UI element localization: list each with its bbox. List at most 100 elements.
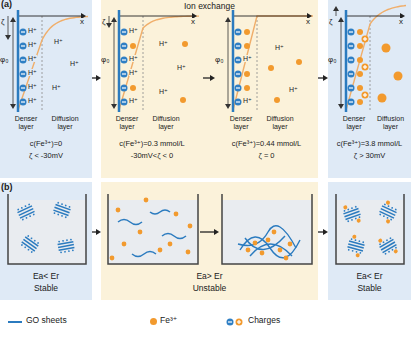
plus-sign bbox=[364, 65, 365, 69]
beaker-panel: Ea< ErStable bbox=[0, 182, 92, 300]
charge-dot bbox=[351, 238, 353, 240]
x-axis bbox=[346, 16, 401, 17]
go-sheet bbox=[162, 234, 186, 239]
minus-sign bbox=[21, 73, 25, 74]
axis-label: ζ bbox=[329, 18, 333, 26]
go-aggregate bbox=[238, 226, 296, 248]
beaker-outline bbox=[222, 194, 312, 264]
fe-ion bbox=[268, 65, 274, 71]
phi-arrow-head bbox=[225, 104, 231, 109]
charge-dot bbox=[383, 215, 385, 217]
negative-charge bbox=[235, 57, 242, 64]
minus-sign bbox=[122, 87, 126, 88]
fe-ion bbox=[288, 242, 293, 247]
go-sheet bbox=[132, 252, 156, 257]
charge-dot bbox=[27, 248, 30, 251]
axis-label: ζ bbox=[102, 18, 106, 26]
charge-dot bbox=[384, 253, 386, 255]
potential-curve bbox=[233, 16, 313, 110]
phi-arrow-head bbox=[10, 104, 16, 109]
arrow-shaft bbox=[92, 77, 97, 78]
arrow-shaft bbox=[203, 77, 211, 78]
axis-label: H⁺ bbox=[52, 84, 61, 91]
axis-label: x bbox=[80, 18, 84, 26]
charge-dot bbox=[387, 205, 389, 207]
axis-label: H⁺ bbox=[243, 97, 252, 104]
node-text: c(Fe³⁺)=0.3 mmol/L bbox=[101, 140, 203, 149]
charge-dot bbox=[390, 218, 392, 220]
go-sheet bbox=[59, 248, 75, 251]
charge-dot bbox=[61, 215, 63, 217]
go-sheet bbox=[150, 210, 170, 214]
fe-ion bbox=[357, 57, 363, 63]
node-text: ζ > 30mV bbox=[328, 152, 411, 161]
axis-label: ζ bbox=[1, 18, 5, 26]
minus-sign bbox=[21, 101, 25, 102]
fe-ion bbox=[357, 85, 363, 91]
fe-ion bbox=[382, 44, 391, 53]
negative-charge bbox=[121, 85, 128, 92]
charge-dot bbox=[382, 241, 384, 243]
positive-charge bbox=[236, 319, 243, 326]
double-layer-panel: Denser layerDiffusion layerc(Fe³⁺)=0.44 … bbox=[215, 14, 318, 178]
phi-arrow bbox=[228, 21, 229, 105]
go-sheet bbox=[19, 209, 34, 216]
x-axis bbox=[233, 16, 308, 17]
panel-ground bbox=[0, 182, 92, 300]
node-text: c(Fe³⁺)=3.8 mmol/L bbox=[328, 140, 411, 149]
fe-ion bbox=[130, 85, 136, 91]
charge-dot bbox=[351, 219, 353, 221]
negative-charge bbox=[235, 99, 242, 106]
go-aggregate bbox=[250, 244, 292, 256]
charge-dot bbox=[395, 247, 397, 249]
panel-ground bbox=[101, 182, 318, 300]
charge-dot bbox=[343, 210, 345, 212]
charge-dot bbox=[355, 251, 357, 253]
axis-label: H⁺ bbox=[129, 55, 138, 62]
fe-ion bbox=[122, 242, 127, 247]
charge-dot bbox=[347, 220, 349, 222]
negative-charge bbox=[348, 29, 355, 36]
minus-sign bbox=[21, 87, 25, 88]
negative-charge bbox=[227, 319, 234, 326]
go-sheet bbox=[20, 211, 35, 218]
arrow-shaft bbox=[318, 231, 324, 232]
minus-sign bbox=[236, 87, 240, 88]
minus-sign bbox=[236, 45, 240, 46]
flow-arrow bbox=[318, 229, 328, 235]
axis-label: φ₀ bbox=[0, 56, 9, 64]
fe-ion bbox=[394, 72, 403, 81]
beaker-liquid bbox=[8, 200, 86, 264]
axis-label: H⁺ bbox=[70, 60, 79, 67]
axis-label: H⁺ bbox=[159, 88, 168, 95]
charge-dot bbox=[362, 241, 364, 243]
axis-label: H⁺ bbox=[28, 97, 37, 104]
phi-arrow-head bbox=[111, 17, 117, 22]
fe-ion bbox=[188, 224, 193, 229]
charge-dot bbox=[65, 216, 67, 218]
fe-ion bbox=[274, 97, 280, 103]
charge-dot bbox=[66, 239, 68, 241]
charge-dot bbox=[70, 238, 72, 240]
positive-charge bbox=[362, 92, 369, 99]
minus-sign bbox=[21, 59, 25, 60]
charge-dot bbox=[379, 213, 381, 215]
minus-sign bbox=[228, 321, 232, 322]
go-surface bbox=[232, 10, 235, 112]
negative-charge bbox=[235, 85, 242, 92]
minus-sign bbox=[236, 59, 240, 60]
negative-charge bbox=[235, 43, 242, 50]
flow-arrow bbox=[92, 75, 101, 81]
axis-label: x bbox=[191, 18, 195, 26]
beaker-outline bbox=[8, 194, 86, 264]
fe-ion bbox=[260, 251, 265, 256]
axis-label: φ₀ bbox=[101, 56, 110, 64]
positive-charge bbox=[362, 64, 369, 71]
node-text: ζ < -30mV bbox=[0, 152, 92, 161]
negative-charge bbox=[20, 43, 27, 50]
negative-charge bbox=[20, 71, 27, 78]
node-text: Denser layer bbox=[10, 115, 42, 131]
charge-dot bbox=[58, 241, 60, 243]
node-text: c(Fe³⁺)=0 bbox=[0, 140, 92, 149]
